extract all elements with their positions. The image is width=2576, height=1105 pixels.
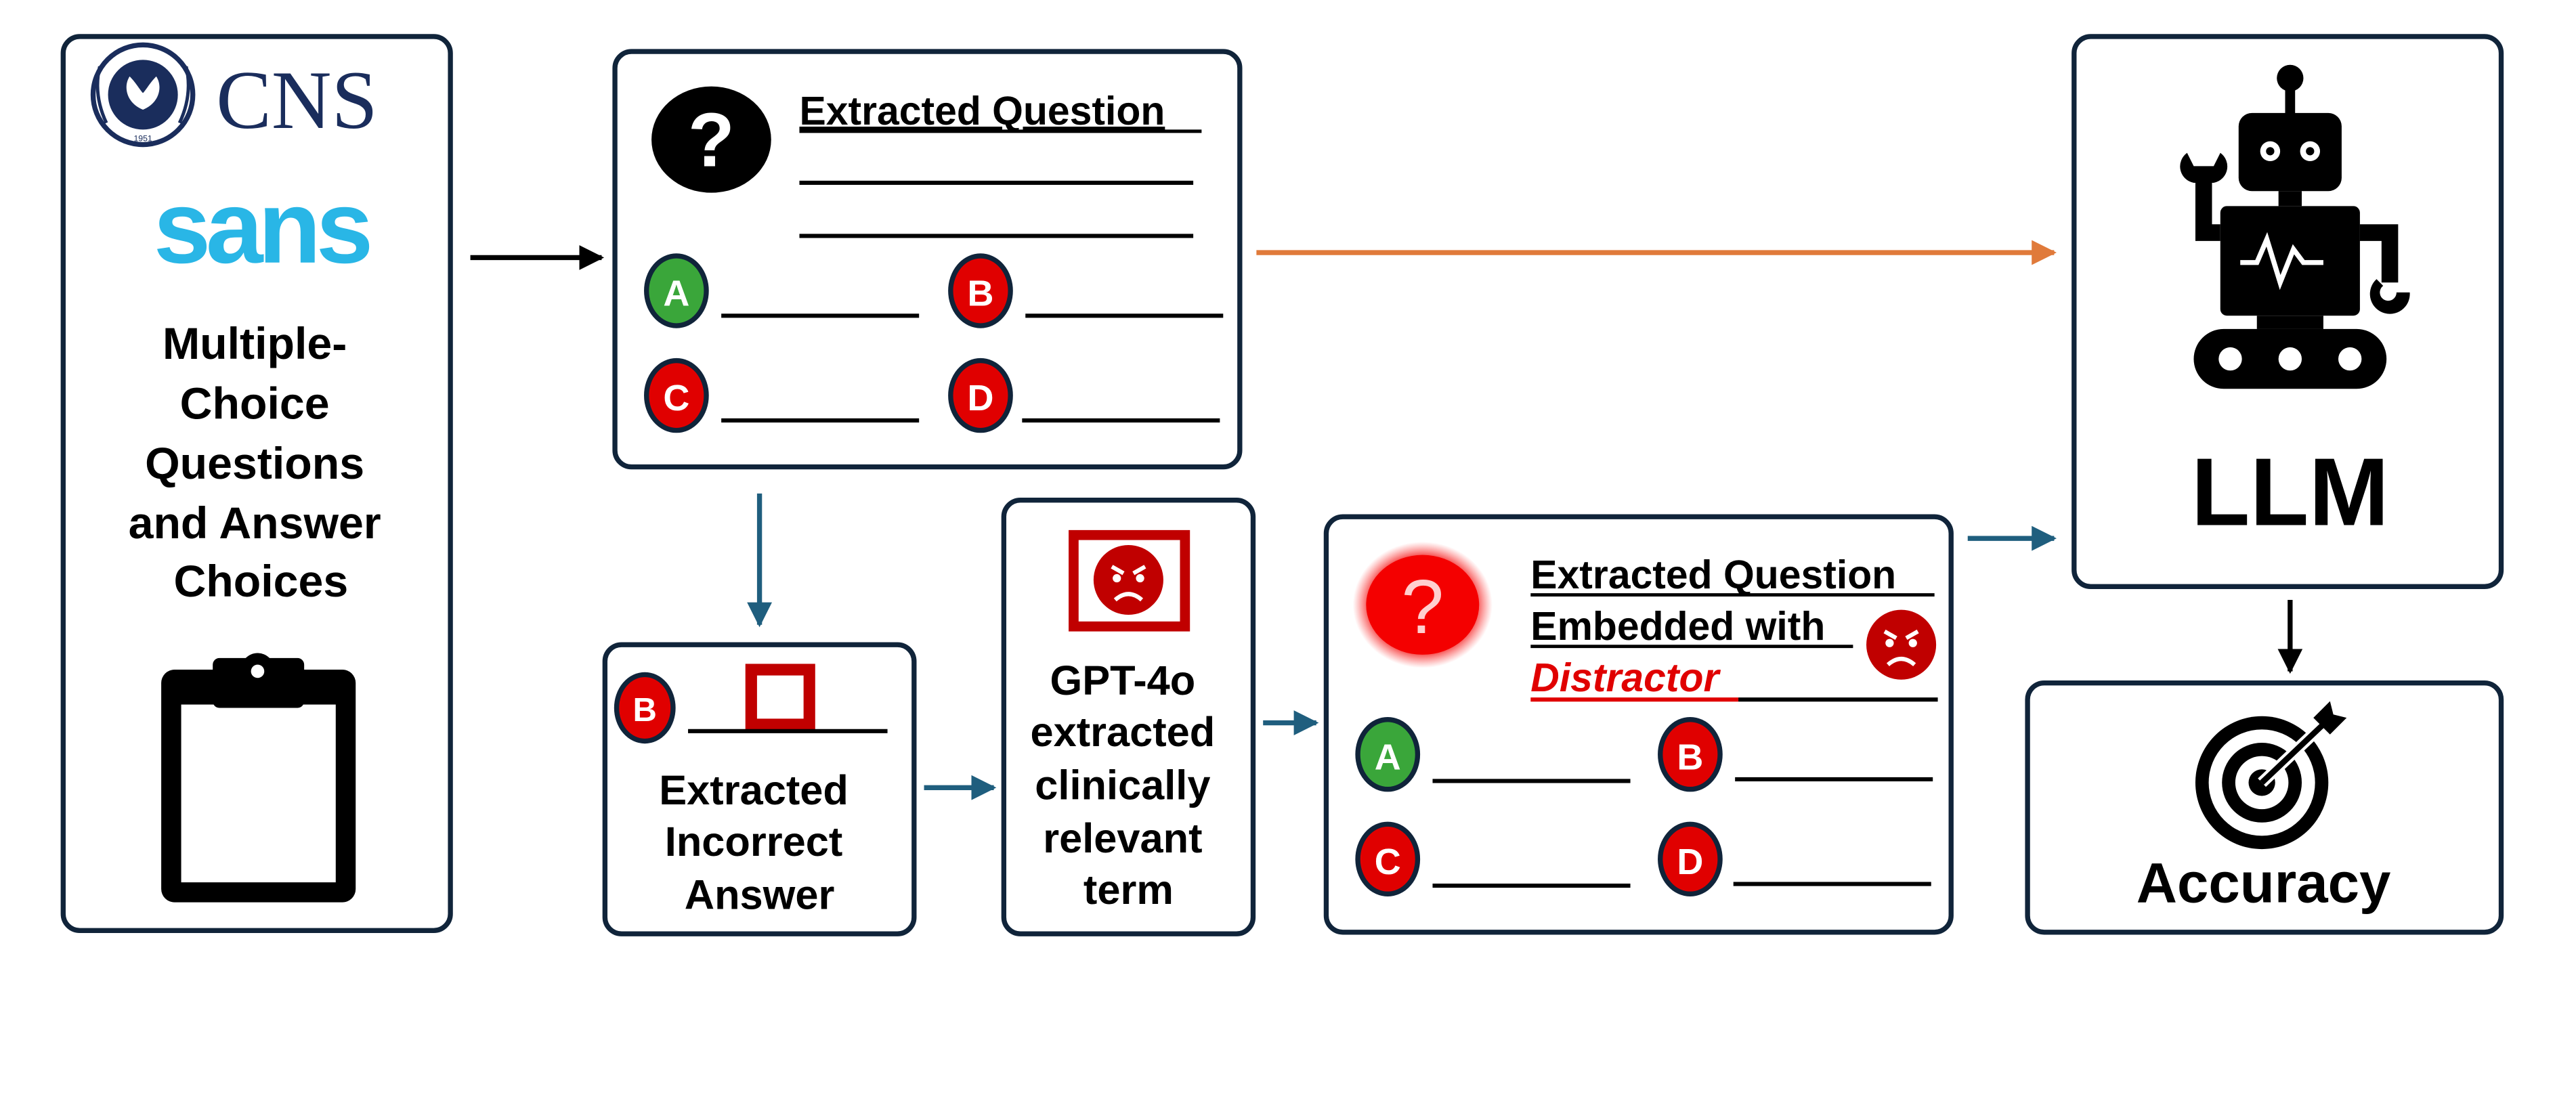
accuracy-label: Accuracy bbox=[2137, 851, 2391, 915]
svg-text:C: C bbox=[663, 378, 689, 418]
accuracy-card: Accuracy bbox=[2025, 680, 2504, 935]
choice-badge-b: B bbox=[614, 672, 676, 744]
choice-a: A bbox=[644, 253, 920, 328]
gpt-label: GPT-4o extracted clinically relevant ter… bbox=[1030, 657, 1226, 913]
gpt-card: GPT-4o extracted clinically relevant ter… bbox=[1001, 498, 1256, 936]
svg-text:D: D bbox=[1677, 842, 1703, 882]
distractor-card: ? Extracted Question Embedded with Distr… bbox=[1323, 514, 1954, 935]
glowing-question-mark-icon: ? bbox=[1352, 542, 1493, 668]
choice-c: C bbox=[644, 358, 920, 433]
angry-face-icon bbox=[1866, 609, 1937, 680]
angry-face-frame-icon bbox=[1069, 529, 1190, 632]
clipboard-icon bbox=[161, 653, 356, 903]
distractor-choice-c: C bbox=[1355, 821, 1631, 897]
svg-text:A: A bbox=[1375, 737, 1401, 777]
svg-text:B: B bbox=[967, 274, 993, 314]
svg-text:D: D bbox=[967, 378, 993, 418]
question-card: ? Extracted Question A B C D bbox=[612, 49, 1243, 470]
distractor-choice-d: D bbox=[1658, 821, 1931, 897]
distractor-choice-a: A bbox=[1355, 716, 1631, 792]
source-panel: 1951 CNS sans Multiple- Choice Questions… bbox=[60, 34, 453, 933]
robot-icon bbox=[2180, 64, 2410, 389]
question-mark-icon: ? bbox=[651, 86, 771, 193]
distractor-word: Distractor bbox=[1530, 656, 1721, 700]
source-description: Multiple- Choice Questions and Answer Ch… bbox=[129, 319, 393, 607]
red-square-icon bbox=[745, 664, 815, 731]
target-icon bbox=[2195, 701, 2347, 850]
distractor-title-line1: Extracted Question bbox=[1530, 553, 1896, 597]
svg-text:?: ? bbox=[688, 97, 735, 182]
llm-label: LLM bbox=[2191, 439, 2389, 546]
cns-seal-icon: 1951 bbox=[90, 42, 196, 148]
svg-text:A: A bbox=[663, 274, 689, 314]
svg-text:?: ? bbox=[1401, 564, 1444, 649]
incorrect-answer-label: Extracted Incorrect Answer bbox=[659, 767, 860, 919]
question-card-title: Extracted Question bbox=[799, 89, 1165, 133]
svg-text:B: B bbox=[1677, 737, 1703, 777]
llm-card: LLM bbox=[2071, 34, 2504, 589]
cns-logo-text: CNS bbox=[216, 54, 378, 146]
svg-text:C: C bbox=[1375, 842, 1401, 882]
distractor-title-line2: Embedded with bbox=[1530, 605, 1825, 649]
choice-b: B bbox=[948, 253, 1224, 328]
incorrect-answer-card: B Extracted Incorrect Answer bbox=[602, 642, 917, 936]
sans-logo-text: sans bbox=[154, 170, 370, 285]
distractor-choice-b: B bbox=[1658, 716, 1933, 792]
seal-year: 1951 bbox=[133, 134, 152, 144]
choice-d: D bbox=[948, 358, 1220, 433]
svg-text:B: B bbox=[633, 692, 657, 729]
